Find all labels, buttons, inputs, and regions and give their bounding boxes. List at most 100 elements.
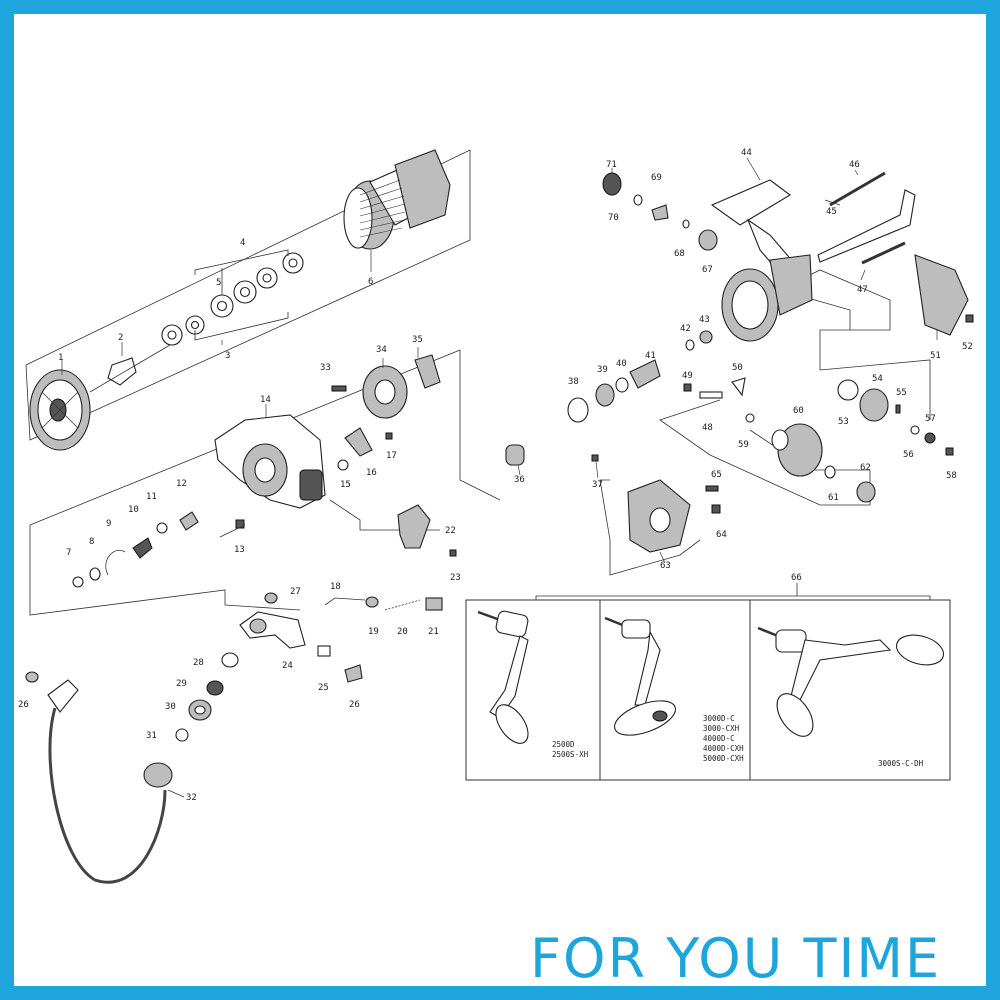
- label-part-50: 50: [732, 363, 743, 373]
- model-4000d-cxh: 4000D-CXH: [703, 744, 744, 753]
- label-part-20: 20: [397, 627, 408, 637]
- pinion-parts-36-43: [505, 330, 713, 466]
- gear-parts-48-62: [683, 377, 954, 503]
- handle-3000s-c-dh: [757, 626, 945, 737]
- label-part-17: 17: [386, 451, 397, 461]
- label-part-14: 14: [260, 395, 271, 405]
- label-part-29: 29: [176, 679, 187, 689]
- label-part-9: 9: [106, 519, 111, 529]
- leader-lines: [61, 157, 938, 798]
- label-part-21: 21: [428, 627, 439, 637]
- label-part-34: 34: [376, 345, 387, 355]
- part-labels: 1 2 3 4 5 6 7 8 9 10 11 12 13 14 15 16 1…: [18, 148, 973, 803]
- parts-67-71: [602, 172, 718, 251]
- model-2500s-xh: 2500S-XH: [552, 750, 589, 759]
- label-part-52: 52: [962, 342, 973, 352]
- washer-stack-parts-3-4-5: [161, 249, 304, 346]
- label-part-67: 67: [702, 265, 713, 275]
- label-part-44: 44: [741, 148, 752, 158]
- label-part-26b: 26: [18, 700, 29, 710]
- label-part-6: 6: [368, 277, 373, 287]
- group-outlines: [25, 149, 931, 616]
- handle-variants-box: [465, 583, 951, 781]
- label-part-69: 69: [651, 173, 662, 183]
- exploded-parts-diagram: 1 2 3 4 5 6 7 8 9 10 11 12 13 14 15 16 1…: [18, 148, 974, 884]
- main-frame-part-44: [710, 179, 813, 342]
- bail-arm-part-24: [239, 611, 306, 649]
- label-part-53: 53: [838, 417, 849, 427]
- watermark-text: FOR YOU TIME: [530, 927, 942, 986]
- side-cover-part-51: [914, 254, 974, 336]
- label-part-40: 40: [616, 359, 627, 369]
- model-2500d: 2500D: [552, 740, 575, 749]
- diagram-frame: 1 2 3 4 5 6 7 8 9 10 11 12 13 14 15 16 1…: [14, 14, 986, 986]
- label-part-39: 39: [597, 365, 608, 375]
- model-3000d-c: 3000D-C: [703, 714, 735, 723]
- shafts-45-47: [817, 171, 916, 265]
- label-part-31: 31: [146, 731, 157, 741]
- label-part-16: 16: [366, 468, 377, 478]
- label-part-4: 4: [240, 238, 245, 248]
- body-part-14: [214, 414, 326, 509]
- label-part-11: 11: [146, 492, 157, 502]
- label-part-5: 5: [216, 278, 221, 288]
- label-part-3: 3: [225, 351, 230, 361]
- label-part-37: 37: [592, 480, 603, 490]
- label-part-30: 30: [165, 702, 176, 712]
- label-part-59: 59: [738, 440, 749, 450]
- label-part-70: 70: [608, 213, 619, 223]
- model-4000d-c: 4000D-C: [703, 734, 735, 743]
- roller-bearings-28-31: [25, 592, 363, 742]
- label-part-62: 62: [860, 463, 871, 473]
- label-part-41: 41: [645, 351, 656, 361]
- label-part-24: 24: [282, 661, 293, 671]
- label-part-58: 58: [946, 471, 957, 481]
- label-part-19: 19: [368, 627, 379, 637]
- label-part-26: 26: [349, 700, 360, 710]
- label-part-61: 61: [828, 493, 839, 503]
- drag-knob-part-1: [29, 369, 91, 451]
- label-part-15: 15: [340, 480, 351, 490]
- label-part-45: 45: [826, 207, 837, 217]
- label-part-64: 64: [716, 530, 727, 540]
- model-3000s-c-dh: 3000S-C-DH: [878, 759, 924, 768]
- label-part-57: 57: [925, 414, 936, 424]
- label-part-56: 56: [903, 450, 914, 460]
- label-part-65: 65: [711, 470, 722, 480]
- label-part-33: 33: [320, 363, 331, 373]
- handle-2500d: [477, 610, 529, 744]
- label-part-46: 46: [849, 160, 860, 170]
- label-part-35: 35: [412, 335, 423, 345]
- label-part-43: 43: [699, 315, 710, 325]
- label-part-13: 13: [234, 545, 245, 555]
- label-part-23: 23: [450, 573, 461, 583]
- label-part-22: 22: [445, 526, 456, 536]
- label-part-1: 1: [58, 353, 63, 363]
- label-part-12: 12: [176, 479, 187, 489]
- label-part-55: 55: [896, 388, 907, 398]
- small-parts-7-13: [72, 511, 245, 588]
- label-part-2: 2: [118, 333, 123, 343]
- label-part-8: 8: [89, 537, 94, 547]
- handle-variant-labels: 2500D 2500S-XH 3000D-C 3000-CXH 4000D-C …: [552, 714, 924, 768]
- rotor-cup-part-63-65: [627, 479, 721, 553]
- label-part-47: 47: [857, 285, 868, 295]
- label-part-7: 7: [66, 548, 71, 558]
- label-part-60: 60: [793, 406, 804, 416]
- label-part-51: 51: [930, 351, 941, 361]
- label-part-36: 36: [514, 475, 525, 485]
- rotor-nut-parts-33-35: [331, 354, 441, 419]
- label-part-27: 27: [290, 587, 301, 597]
- label-part-66: 66: [791, 573, 802, 583]
- handle-3000d-c: [604, 616, 676, 736]
- label-part-68: 68: [674, 249, 685, 259]
- label-part-63: 63: [660, 561, 671, 571]
- spool-part-6: [343, 149, 451, 250]
- label-part-42: 42: [680, 324, 691, 334]
- model-5000d-cxh: 5000D-CXH: [703, 754, 744, 763]
- label-part-25: 25: [318, 683, 329, 693]
- label-part-48: 48: [702, 423, 713, 433]
- label-part-18: 18: [330, 582, 341, 592]
- model-3000-cxh: 3000-CXH: [703, 724, 740, 733]
- bail-wire-part-32: [47, 679, 173, 884]
